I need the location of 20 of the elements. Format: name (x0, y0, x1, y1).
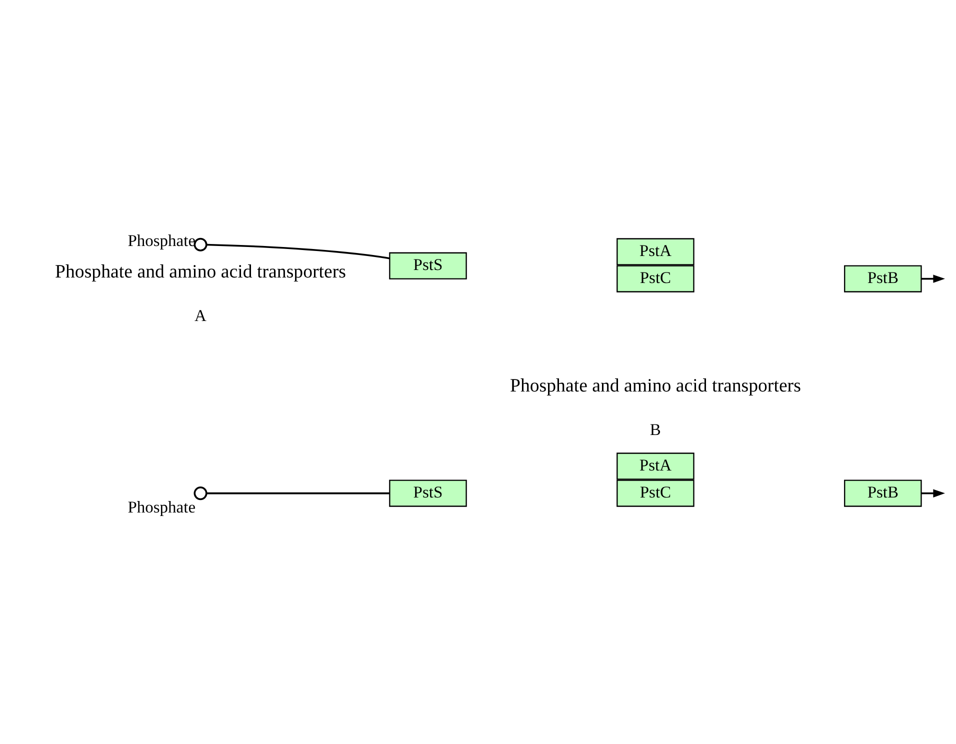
node-box: PstB (844, 479, 922, 506)
node-box: PstC (616, 264, 694, 292)
label: Phosphate and amino acid transporters (509, 375, 800, 396)
node-circle (193, 486, 207, 500)
node-box: PstS (388, 252, 466, 279)
node-box: PstB (844, 264, 922, 292)
arrow (920, 488, 944, 497)
label: B (649, 420, 660, 439)
node-box: PstC (616, 479, 694, 506)
connector (206, 243, 390, 259)
arrow (920, 274, 944, 282)
label: A (194, 305, 206, 324)
node-circle (193, 237, 207, 251)
node-box: PstS (388, 479, 466, 506)
label: Phosphate and amino acid transporters (54, 260, 346, 282)
connector (206, 492, 390, 494)
node-box: PstA (616, 238, 694, 265)
node-box: PstA (616, 452, 694, 480)
node-label: Phosphate (127, 230, 196, 250)
node-label: Phosphate (127, 496, 196, 516)
